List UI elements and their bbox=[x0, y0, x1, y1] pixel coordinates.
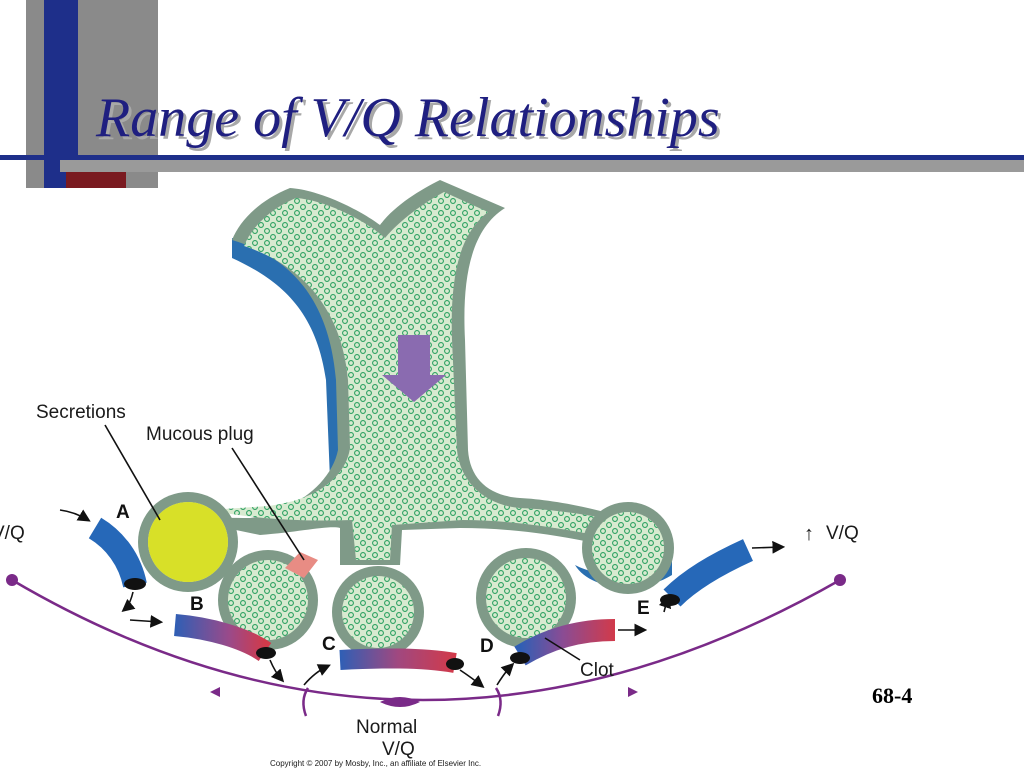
slide-title: Range of V/Q Relationships bbox=[96, 87, 720, 149]
slide-number: 68-4 bbox=[872, 683, 913, 708]
label-clot: Clot bbox=[580, 660, 615, 681]
label-normal: Normal bbox=[356, 717, 417, 738]
label-up-arrow: ↑ bbox=[804, 523, 814, 545]
flow-arrows bbox=[59, 509, 786, 688]
secretions-leader bbox=[104, 424, 161, 521]
capillary-d bbox=[514, 619, 616, 666]
airflow-arrow bbox=[382, 335, 446, 402]
label-mucous-plug: Mucous plug bbox=[146, 424, 254, 445]
capillary-b bbox=[173, 614, 272, 662]
alveoli bbox=[138, 492, 674, 658]
vq-spectrum-arc bbox=[6, 574, 846, 717]
template-title-rule bbox=[0, 155, 1024, 160]
label-vq-left: V/Q bbox=[0, 523, 25, 544]
mucous-plug-leader bbox=[231, 447, 305, 561]
unit-letter-c: C bbox=[322, 634, 336, 655]
capillaries bbox=[88, 517, 753, 673]
mucous-plug bbox=[285, 552, 318, 578]
capillary-e bbox=[663, 539, 753, 607]
clot-leader bbox=[544, 637, 581, 661]
template-title-rule-shadow bbox=[60, 160, 1024, 172]
label-secretions: Secretions bbox=[36, 402, 126, 423]
capillary-c bbox=[339, 648, 457, 673]
vq-diagram: Secretions Mucous plug V/Q ↑ V/Q Clot No… bbox=[0, 180, 859, 768]
unit-letter-e: E bbox=[637, 598, 650, 619]
unit-letter-d: D bbox=[480, 636, 494, 657]
capillary-a bbox=[88, 517, 147, 588]
mucus-secretions bbox=[148, 502, 228, 582]
label-vq-right: V/Q bbox=[826, 523, 859, 544]
label-copyright: Copyright © 2007 by Mosby, Inc., an affi… bbox=[270, 759, 481, 768]
airway-tree bbox=[188, 180, 672, 565]
unit-letter-b: B bbox=[190, 594, 204, 615]
unit-letter-a: A bbox=[116, 502, 130, 523]
template-red-block bbox=[66, 172, 126, 188]
label-normal-vq: V/Q bbox=[382, 739, 415, 760]
